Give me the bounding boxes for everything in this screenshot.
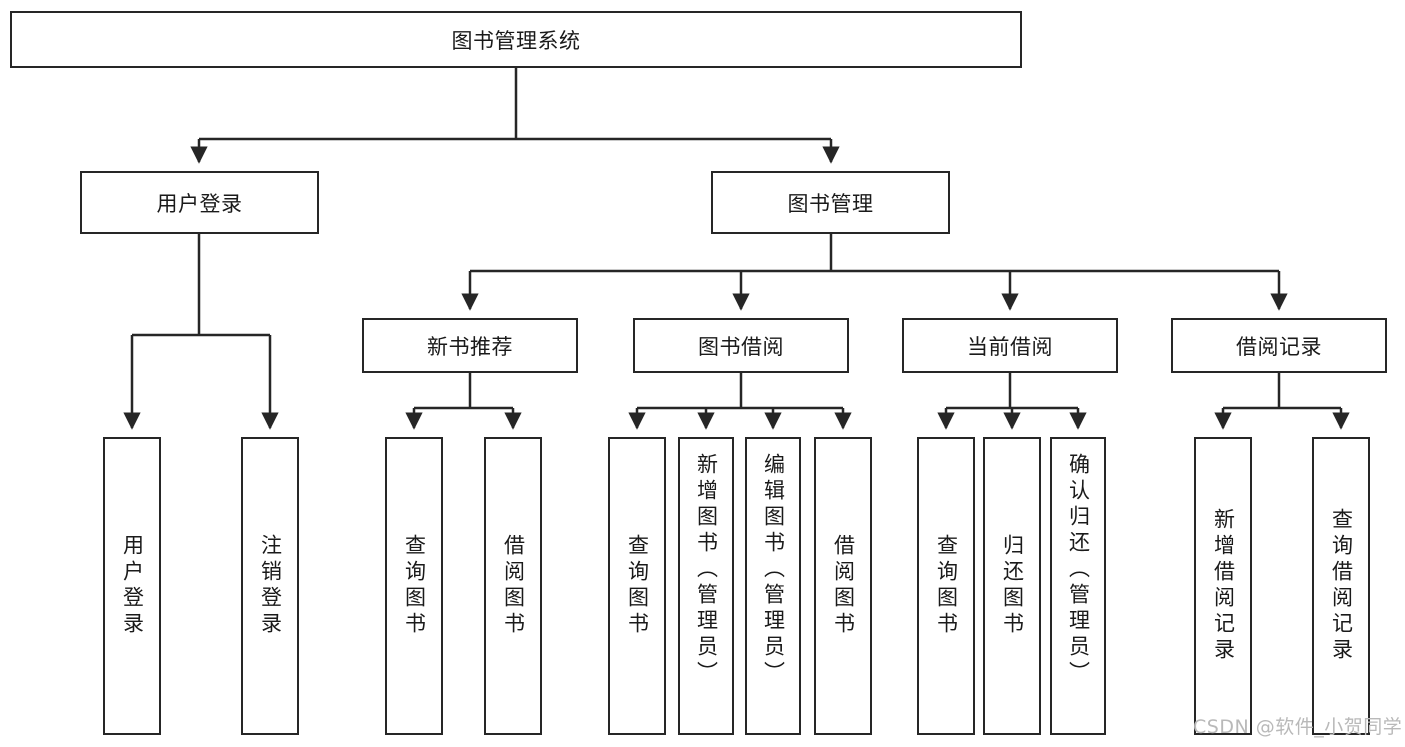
leaf-edit-book[interactable]: 编辑图书（管理员）: [745, 437, 801, 735]
node-root[interactable]: 图书管理系统: [10, 11, 1022, 68]
leaf-query-book-cur-label: 查询图书: [934, 534, 959, 638]
leaf-query-book-cur[interactable]: 查询图书: [917, 437, 975, 735]
leaf-add-book[interactable]: 新增图书（管理员）: [678, 437, 734, 735]
leaf-query-book-rec[interactable]: 查询图书: [385, 437, 443, 735]
leaf-user-logout-label: 注销登录: [258, 534, 283, 638]
leaf-query-book-borrow[interactable]: 查询图书: [608, 437, 666, 735]
edges-currentborrow-to-leaves: [937, 373, 1087, 430]
leaf-user-login[interactable]: 用户登录: [103, 437, 161, 735]
leaf-confirm-return[interactable]: 确认归还（管理员）: [1050, 437, 1106, 735]
edges-newbookrec-to-leaves: [405, 373, 522, 430]
node-new-book-rec[interactable]: 新书推荐: [362, 318, 578, 373]
leaf-borrow-book-rec-label: 借阅图书: [501, 534, 526, 638]
leaf-borrow-book[interactable]: 借阅图书: [814, 437, 872, 735]
node-current-borrow-label: 当前借阅: [967, 334, 1053, 359]
leaf-borrow-book-label: 借阅图书: [831, 534, 856, 638]
leaf-query-book-borrow-label: 查询图书: [625, 534, 650, 638]
node-root-label: 图书管理系统: [451, 28, 581, 53]
node-user-login[interactable]: 用户登录: [80, 171, 319, 234]
node-borrow-record[interactable]: 借阅记录: [1171, 318, 1387, 373]
leaf-add-record-label: 新增借阅记录: [1211, 508, 1236, 664]
edges-userlogin-to-leaves: [123, 234, 279, 430]
leaf-query-record-label: 查询借阅记录: [1329, 508, 1354, 664]
edges-bookborrow-to-leaves: [628, 373, 852, 430]
leaf-add-record[interactable]: 新增借阅记录: [1194, 437, 1252, 735]
leaf-edit-book-label: 编辑图书（管理员）: [761, 453, 786, 687]
node-current-borrow[interactable]: 当前借阅: [902, 318, 1118, 373]
leaf-query-record[interactable]: 查询借阅记录: [1312, 437, 1370, 735]
leaf-query-book-rec-label: 查询图书: [402, 534, 427, 638]
leaf-return-book[interactable]: 归还图书: [983, 437, 1041, 735]
leaf-borrow-book-rec[interactable]: 借阅图书: [484, 437, 542, 735]
leaf-add-book-label: 新增图书（管理员）: [694, 453, 719, 687]
node-borrow-record-label: 借阅记录: [1236, 334, 1322, 359]
leaf-user-logout[interactable]: 注销登录: [241, 437, 299, 735]
node-new-book-rec-label: 新书推荐: [427, 334, 513, 359]
node-book-borrow-label: 图书借阅: [698, 334, 784, 359]
edges-borrowrecord-to-leaves: [1214, 373, 1350, 430]
node-book-manage-label: 图书管理: [787, 191, 874, 216]
leaf-user-login-label: 用户登录: [120, 534, 145, 638]
leaf-confirm-return-label: 确认归还（管理员）: [1066, 453, 1091, 687]
node-book-borrow[interactable]: 图书借阅: [633, 318, 849, 373]
node-user-login-label: 用户登录: [156, 191, 243, 216]
leaf-return-book-label: 归还图书: [1000, 534, 1025, 638]
edges-bookmanage-to-level3: [461, 234, 1288, 311]
node-book-manage[interactable]: 图书管理: [711, 171, 950, 234]
edges-root-to-level2: [190, 68, 840, 164]
